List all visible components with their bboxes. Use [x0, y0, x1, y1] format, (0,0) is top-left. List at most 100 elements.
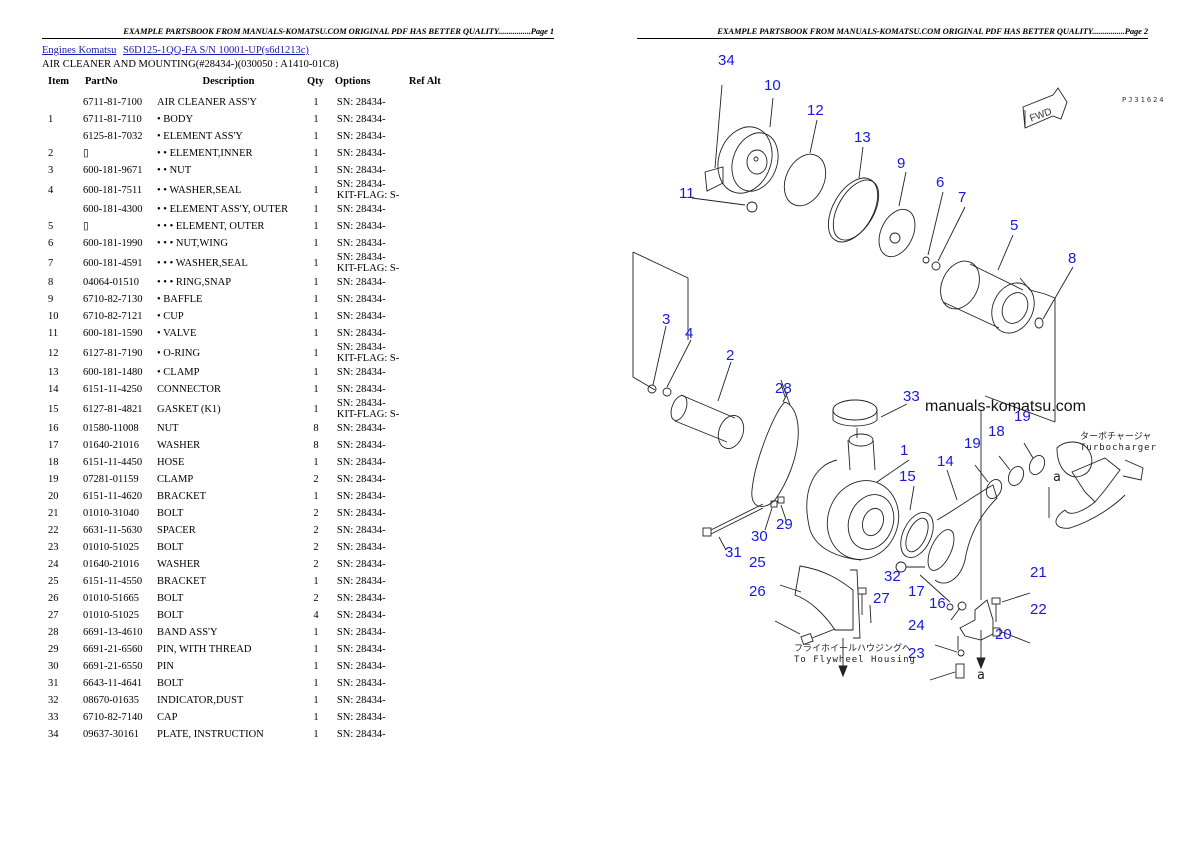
- callout-number: 14: [937, 453, 954, 470]
- options-cell: SN: 28434-: [329, 522, 403, 539]
- description-cell: • BAFFLE: [157, 294, 203, 305]
- options-cell: SN: 28434-: [329, 201, 403, 218]
- ref-alt-cell: [403, 179, 446, 201]
- option-line: SN: 28434-: [336, 627, 386, 638]
- turbocharger-note-jp: ターボチャージャ: [1080, 432, 1152, 442]
- item-cell: 32: [48, 695, 59, 706]
- ref-alt-cell: [403, 437, 446, 454]
- item-cell: 8: [48, 277, 54, 288]
- breadcrumb-link-engines-komatsu[interactable]: Engines Komatsu: [42, 45, 117, 56]
- options-cell: SN: 28434-: [329, 675, 403, 692]
- callout-number: 19: [964, 435, 981, 452]
- item-cell: 34: [48, 729, 59, 740]
- ref-alt-cell: [403, 235, 446, 252]
- qty-cell: 2: [313, 474, 319, 485]
- option-line: SN: 28434-: [336, 252, 386, 263]
- ref-alt-cell: [403, 252, 446, 274]
- breadcrumb-link-model[interactable]: S6D125-1QQ-FA S/N 10001-UP(s6d1213c): [123, 45, 309, 56]
- item-cell: 7: [48, 257, 54, 269]
- qty-cell: 1: [313, 347, 319, 359]
- options-cell: SN: 28434-: [329, 381, 403, 398]
- option-line: SN: 28434-: [336, 644, 386, 655]
- options-cell: SN: 28434-: [329, 539, 403, 556]
- qty-cell: 1: [313, 457, 319, 468]
- qty-cell: 4: [313, 610, 319, 621]
- callout-number: 23: [908, 645, 925, 662]
- description-cell: GASKET (K1): [157, 403, 221, 415]
- fwd-arrow-icon: FWD: [1022, 87, 1068, 129]
- callout-number: 22: [1030, 601, 1047, 618]
- option-line: SN: 28434-: [336, 179, 386, 190]
- item-cell: 25: [48, 576, 59, 587]
- ref-alt-cell: [403, 454, 446, 471]
- option-line: KIT-FLAG: S-: [336, 409, 400, 420]
- option-line: SN: 28434-: [336, 311, 386, 322]
- callout-number: 29: [776, 516, 793, 533]
- option-line: SN: 28434-: [336, 384, 386, 395]
- ref-alt-cell: [403, 201, 446, 218]
- callout-number: 11: [679, 185, 695, 202]
- qty-cell: 1: [313, 257, 319, 269]
- ref-alt-cell: [403, 675, 446, 692]
- ref-alt-cell: [403, 658, 446, 675]
- reference-a-label-turbo: a: [1053, 470, 1061, 485]
- description-cell: PIN, WITH THREAD: [157, 644, 252, 655]
- partno-cell: 6151-11-4450: [83, 457, 143, 468]
- partno-cell: 6643-11-4641: [83, 678, 143, 689]
- option-line: SN: 28434-: [336, 97, 386, 108]
- qty-cell: 1: [313, 367, 319, 378]
- item-cell: 2: [48, 148, 54, 159]
- options-cell: SN: 28434-: [329, 624, 403, 641]
- partno-cell: ▯: [83, 221, 89, 232]
- ref-alt-cell: [403, 726, 446, 743]
- partno-cell: 01010-51025: [83, 542, 139, 553]
- description-cell: • • • WASHER,SEAL: [157, 257, 248, 269]
- option-line: SN: 28434-: [336, 576, 386, 587]
- option-line: KIT-FLAG: S-: [336, 263, 400, 274]
- options-cell: SN: 28434-: [329, 291, 403, 308]
- flywheel-note-jp: フライホイールハウジングへ: [794, 644, 912, 654]
- options-cell: SN: 28434-: [329, 709, 403, 726]
- qty-cell: 2: [313, 559, 319, 570]
- column-header-qty: Qty: [307, 76, 324, 87]
- options-cell: SN: 28434-: [329, 607, 403, 624]
- ref-alt-cell: [403, 590, 446, 607]
- options-cell: SN: 28434-: [329, 641, 403, 658]
- option-line: SN: 28434-: [336, 221, 386, 232]
- qty-cell: 1: [313, 678, 319, 689]
- qty-cell: 8: [313, 423, 319, 434]
- item-cell: 3: [48, 165, 54, 176]
- option-line: SN: 28434-: [336, 525, 386, 536]
- callout-number: 25: [749, 554, 766, 571]
- qty-cell: 1: [313, 114, 319, 125]
- partno-cell: 6631-11-5630: [83, 525, 143, 536]
- options-cell: SN: 28434-: [329, 454, 403, 471]
- turbocharger-note: ターボチャージャ Turbocharger: [1080, 432, 1157, 454]
- item-cell: 23: [48, 542, 59, 553]
- partno-cell: 600-181-4300: [83, 204, 143, 215]
- options-cell: SN: 28434-: [329, 308, 403, 325]
- partno-cell: 600-181-1480: [83, 367, 143, 378]
- option-line: SN: 28434-: [336, 204, 386, 215]
- item-cell: 24: [48, 559, 59, 570]
- description-cell: PLATE, INSTRUCTION: [157, 729, 264, 740]
- description-cell: • • WASHER,SEAL: [157, 184, 242, 196]
- callout-number: 21: [1030, 564, 1047, 581]
- item-cell: 28: [48, 627, 59, 638]
- options-cell: SN: 28434-: [329, 364, 403, 381]
- description-cell: CONNECTOR: [157, 384, 221, 395]
- qty-cell: 1: [313, 384, 319, 395]
- callout-number: 34: [718, 52, 735, 69]
- description-cell: • • NUT: [157, 165, 192, 176]
- qty-cell: 1: [313, 661, 319, 672]
- qty-cell: 1: [313, 131, 319, 142]
- option-line: SN: 28434-: [336, 678, 386, 689]
- description-cell: • CLAMP: [157, 367, 200, 378]
